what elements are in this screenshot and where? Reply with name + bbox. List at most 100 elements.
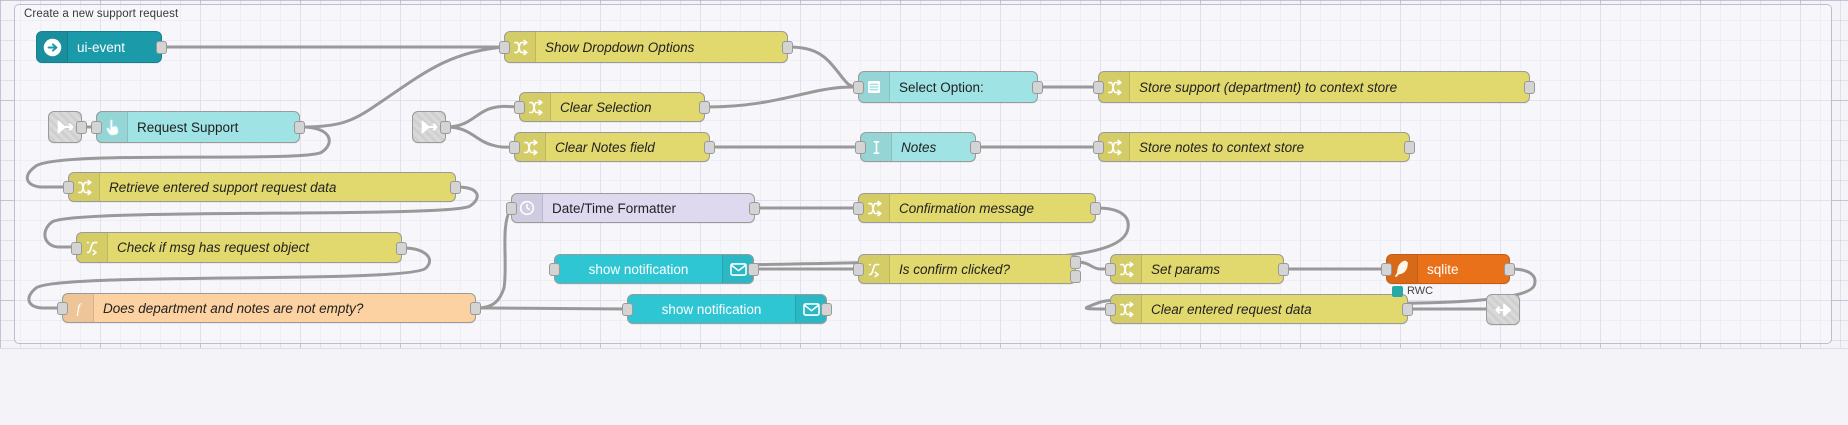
node-clear-notes[interactable]: Clear Notes field xyxy=(509,132,715,162)
node-ui-event[interactable]: ui-event xyxy=(36,31,167,63)
port-out-link-in-2[interactable] xyxy=(440,121,451,134)
port-out-is-confirm-2[interactable] xyxy=(1070,270,1081,283)
port-in-set-params[interactable] xyxy=(1105,263,1116,276)
port-out-link-in-1[interactable] xyxy=(76,121,87,134)
port-out-confirm-msg[interactable] xyxy=(1090,202,1101,215)
port-out-show-dropdown[interactable] xyxy=(782,41,793,54)
port-out-clear-request[interactable] xyxy=(1402,303,1413,316)
change-icon xyxy=(520,93,551,121)
port-out-set-params[interactable] xyxy=(1278,263,1289,276)
node-label-notify-2: show notification xyxy=(661,301,762,317)
change-icon xyxy=(1099,133,1130,161)
port-in-date-formatter[interactable] xyxy=(506,202,517,215)
node-notify-1[interactable]: show notification xyxy=(549,254,759,284)
node-date-formatter[interactable]: Date/Time Formatter xyxy=(506,193,760,223)
port-out-clear-notes[interactable] xyxy=(704,141,715,154)
node-clear-request[interactable]: Clear entered request data xyxy=(1105,294,1413,324)
feather-icon xyxy=(1387,255,1418,283)
change-icon xyxy=(1111,255,1142,283)
node-set-params[interactable]: Set params xyxy=(1105,254,1289,284)
node-does-empty[interactable]: f Does department and notes are not empty… xyxy=(57,293,481,323)
node-label-ui-event: ui-event xyxy=(77,39,126,55)
port-in-confirm-msg[interactable] xyxy=(853,202,864,215)
port-in-store-support[interactable] xyxy=(1093,81,1104,94)
switch-icon xyxy=(859,255,890,283)
port-in-notify-1[interactable] xyxy=(549,263,560,276)
link-in-icon xyxy=(49,112,81,142)
change-icon xyxy=(1099,72,1130,102)
port-out-does-empty[interactable] xyxy=(470,302,481,315)
port-out-notes[interactable] xyxy=(970,141,981,154)
port-in-clear-selection[interactable] xyxy=(514,101,525,114)
port-in-check-msg[interactable] xyxy=(71,241,82,255)
node-store-support[interactable]: Store support (department) to context st… xyxy=(1093,71,1535,103)
node-store-notes[interactable]: Store notes to context store xyxy=(1093,132,1415,162)
node-label-clear-request: Clear entered request data xyxy=(1151,301,1312,317)
node-retrieve-data[interactable]: Retrieve entered support request data xyxy=(63,172,461,202)
port-out-retrieve-data[interactable] xyxy=(450,181,461,194)
port-out-select-option[interactable] xyxy=(1032,81,1043,94)
port-out-notify-2[interactable] xyxy=(821,303,832,316)
port-out-sqlite[interactable] xyxy=(1504,263,1515,276)
flow-group-label: Create a new support request xyxy=(24,8,179,20)
dropdown-list-icon xyxy=(859,72,890,102)
port-in-store-notes[interactable] xyxy=(1093,141,1104,154)
port-in-sqlite[interactable] xyxy=(1381,263,1392,276)
status-label: RWC xyxy=(1407,285,1434,297)
port-in-request-support[interactable] xyxy=(91,121,102,134)
port-in-clear-request[interactable] xyxy=(1105,303,1116,316)
svg-text:f: f xyxy=(76,300,82,315)
switch-icon xyxy=(77,233,108,262)
port-out-store-notes[interactable] xyxy=(1404,141,1415,154)
port-in-notify-2[interactable] xyxy=(622,303,633,316)
change-icon xyxy=(1111,295,1142,323)
node-clear-selection[interactable]: Clear Selection xyxy=(514,92,710,122)
port-in-notes[interactable] xyxy=(855,141,866,154)
port-out-is-confirm-1[interactable] xyxy=(1070,256,1081,269)
link-out-icon xyxy=(1487,295,1519,324)
node-check-msg[interactable]: Check if msg has request object xyxy=(71,232,407,263)
status-badge-sqlite-status: RWC xyxy=(1392,285,1433,297)
port-out-store-support[interactable] xyxy=(1524,81,1535,94)
node-label-set-params: Set params xyxy=(1151,261,1221,277)
node-confirm-msg[interactable]: Confirmation message xyxy=(853,193,1101,223)
node-label-date-formatter: Date/Time Formatter xyxy=(552,200,677,216)
clock-icon xyxy=(512,194,543,222)
node-notes[interactable]: Notes xyxy=(855,132,981,162)
node-label-select-option: Select Option: xyxy=(899,79,984,95)
port-out-clear-selection[interactable] xyxy=(699,101,710,114)
node-sqlite[interactable]: sqlite xyxy=(1381,254,1515,284)
port-out-request-support[interactable] xyxy=(294,121,305,134)
port-in-select-option[interactable] xyxy=(853,81,864,94)
port-out-date-formatter[interactable] xyxy=(749,202,760,215)
node-request-support[interactable]: Request Support xyxy=(91,111,305,143)
function-icon: f xyxy=(63,294,94,322)
port-in-does-empty[interactable] xyxy=(57,302,68,315)
node-label-store-support: Store support (department) to context st… xyxy=(1139,79,1398,95)
node-notify-2[interactable]: show notification xyxy=(622,294,832,324)
node-label-notes: Notes xyxy=(901,139,937,155)
node-show-dropdown[interactable]: Show Dropdown Options xyxy=(499,31,793,63)
port-out-ui-event[interactable] xyxy=(156,41,167,54)
node-label-store-notes: Store notes to context store xyxy=(1139,139,1305,155)
node-select-option[interactable]: Select Option: xyxy=(853,71,1043,103)
node-label-does-empty: Does department and notes are not empty? xyxy=(103,300,364,316)
link-in-icon xyxy=(413,112,445,142)
change-icon xyxy=(69,173,100,201)
node-link-out-1[interactable] xyxy=(1486,294,1520,325)
port-out-notify-1[interactable] xyxy=(748,263,759,276)
node-label-confirm-msg: Confirmation message xyxy=(899,200,1035,216)
port-out-check-msg[interactable] xyxy=(396,241,407,255)
node-label-clear-selection: Clear Selection xyxy=(560,99,652,115)
canvas-lower-strip xyxy=(0,348,1848,425)
node-link-in-1[interactable] xyxy=(48,111,87,143)
node-link-in-2[interactable] xyxy=(412,111,451,143)
port-in-show-dropdown[interactable] xyxy=(499,41,510,54)
port-in-retrieve-data[interactable] xyxy=(63,181,74,194)
port-in-clear-notes[interactable] xyxy=(509,141,520,154)
node-is-confirm[interactable]: Is confirm clicked? xyxy=(853,254,1081,284)
change-icon xyxy=(505,32,536,62)
node-label-check-msg: Check if msg has request object xyxy=(117,240,310,255)
port-in-is-confirm[interactable] xyxy=(853,263,864,276)
